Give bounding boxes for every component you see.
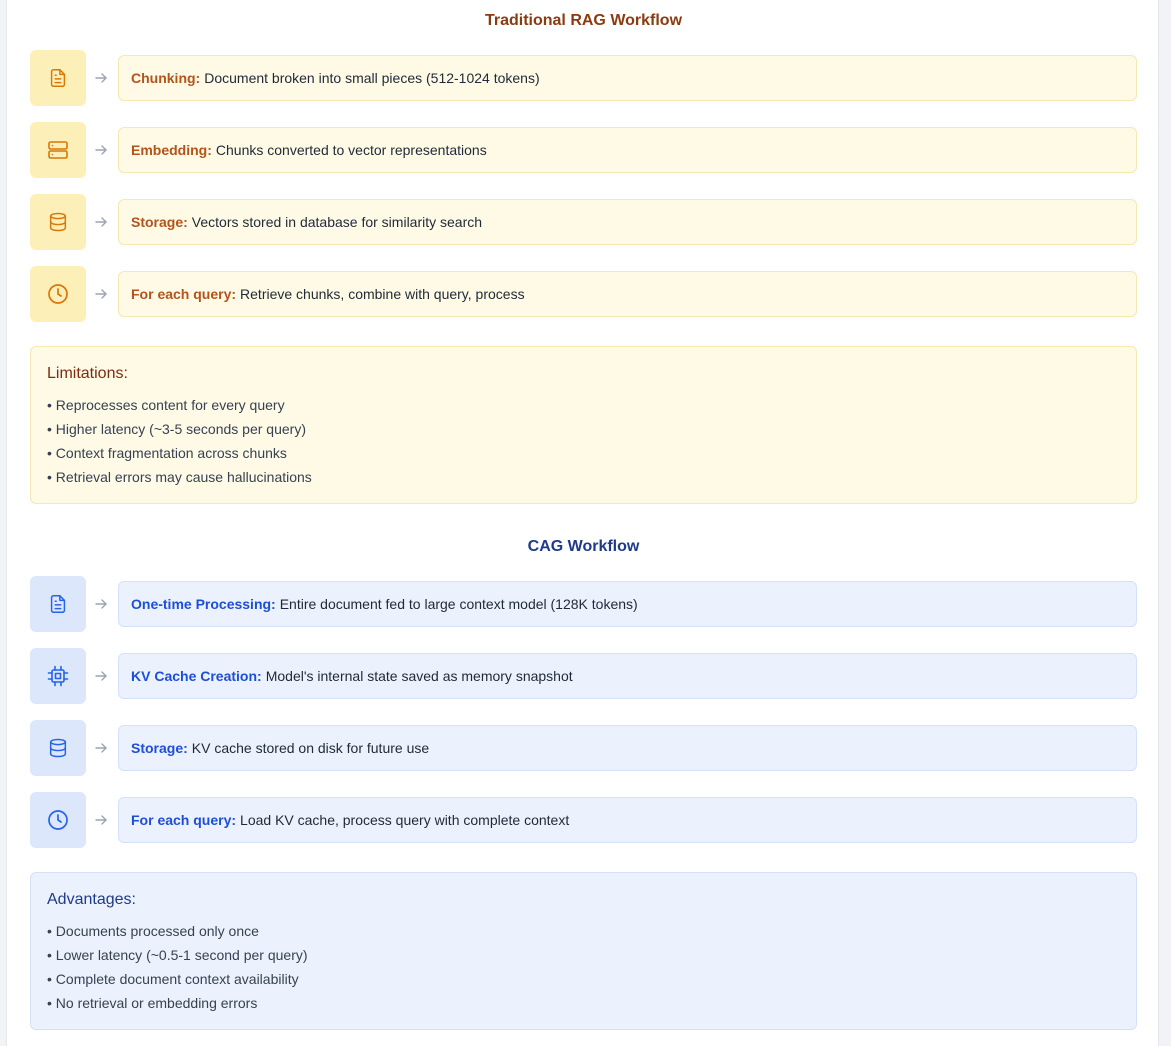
cag-step-kv-cache: KV Cache Creation: Model's internal stat… [30, 648, 1137, 704]
cag-step-description: For each query: Load KV cache, process q… [118, 797, 1137, 843]
advantages-box: Advantages: Documents processed only onc… [30, 872, 1137, 1030]
rag-step-chunking: Chunking: Document broken into small pie… [30, 50, 1137, 106]
cag-step-query: For each query: Load KV cache, process q… [30, 792, 1137, 848]
step-label: For each query: [131, 286, 237, 302]
arrow-right-icon [93, 812, 109, 828]
arrow-right-icon [93, 596, 109, 612]
arrow-right-icon [93, 740, 109, 756]
limitations-box: Limitations: Reprocesses content for eve… [30, 346, 1137, 504]
document-icon [30, 576, 86, 632]
list-item: Complete document context availability [47, 967, 1120, 991]
arrow-right-icon [93, 142, 109, 158]
clock-icon [30, 792, 86, 848]
arrow-right-icon [93, 668, 109, 684]
workflow-comparison: Traditional RAG Workflow Chunking: Docum… [6, 0, 1159, 1046]
rag-step-query: For each query: Retrieve chunks, combine… [30, 266, 1137, 322]
advantages-title: Advantages: [47, 891, 136, 908]
step-label: Chunking: [131, 70, 201, 86]
advantages-list: Documents processed only once Lower late… [47, 919, 1120, 1015]
arrow-right-icon [93, 286, 109, 302]
list-item: Reprocesses content for every query [47, 393, 1120, 417]
step-text: Vectors stored in database for similarit… [191, 214, 483, 230]
database-icon [30, 194, 86, 250]
list-item: Retrieval errors may cause hallucination… [47, 465, 1120, 489]
step-text: KV cache stored on disk for future use [191, 740, 430, 756]
list-item: Context fragmentation across chunks [47, 441, 1120, 465]
arrow-right-icon [93, 70, 109, 86]
cag-section-title: CAG Workflow [527, 538, 640, 555]
cag-step-description: Storage: KV cache stored on disk for fut… [118, 725, 1137, 771]
rag-step-description: Chunking: Document broken into small pie… [118, 55, 1137, 101]
rag-step-description: For each query: Retrieve chunks, combine… [118, 271, 1137, 317]
rag-step-description: Storage: Vectors stored in database for … [118, 199, 1137, 245]
rag-step-embedding: Embedding: Chunks converted to vector re… [30, 122, 1137, 178]
rag-step-description: Embedding: Chunks converted to vector re… [118, 127, 1137, 173]
server-icon [30, 122, 86, 178]
cag-step-storage: Storage: KV cache stored on disk for fut… [30, 720, 1137, 776]
step-label: Embedding: [131, 142, 212, 158]
step-label: For each query: [131, 812, 237, 828]
step-text: Entire document fed to large context mod… [279, 596, 638, 612]
list-item: No retrieval or embedding errors [47, 991, 1120, 1015]
step-label: Storage: [131, 740, 188, 756]
cag-step-description: KV Cache Creation: Model's internal stat… [118, 653, 1137, 699]
step-text: Chunks converted to vector representatio… [215, 142, 487, 158]
list-item: Documents processed only once [47, 919, 1120, 943]
clock-icon [30, 266, 86, 322]
list-item: Lower latency (~0.5-1 second per query) [47, 943, 1120, 967]
rag-step-storage: Storage: Vectors stored in database for … [30, 194, 1137, 250]
document-icon [30, 50, 86, 106]
list-item: Higher latency (~3-5 seconds per query) [47, 417, 1120, 441]
limitations-list: Reprocesses content for every query High… [47, 393, 1120, 489]
arrow-right-icon [93, 214, 109, 230]
cag-step-description: One-time Processing: Entire document fed… [118, 581, 1137, 627]
step-text: Retrieve chunks, combine with query, pro… [240, 286, 525, 302]
step-text: Document broken into small pieces (512-1… [204, 70, 540, 86]
step-label: One-time Processing: [131, 596, 276, 612]
rag-section-title: Traditional RAG Workflow [484, 12, 683, 29]
step-label: KV Cache Creation: [131, 668, 262, 684]
database-icon [30, 720, 86, 776]
cpu-chip-icon [30, 648, 86, 704]
step-label: Storage: [131, 214, 188, 230]
limitations-title: Limitations: [47, 365, 128, 382]
step-text: Load KV cache, process query with comple… [240, 812, 570, 828]
cag-step-processing: One-time Processing: Entire document fed… [30, 576, 1137, 632]
step-text: Model's internal state saved as memory s… [265, 668, 573, 684]
